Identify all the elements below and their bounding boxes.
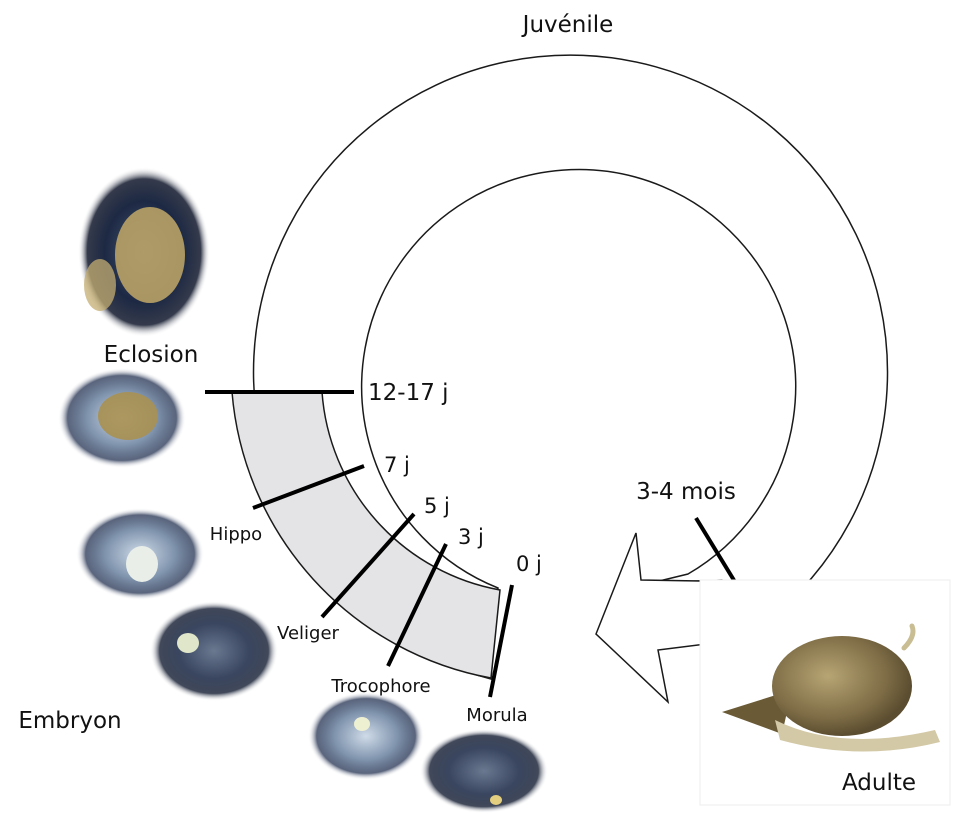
label-stage-morula: Morula — [466, 705, 527, 726]
photo-eclosion — [58, 368, 186, 468]
photo-trocophore-stage — [308, 692, 424, 780]
photo-veliger-stage — [150, 601, 278, 701]
label-stage-trocophore: Trocophore — [330, 676, 430, 697]
label-time-3-4-mois: 3-4 mois — [636, 479, 736, 505]
photo-morula-stage — [420, 729, 548, 813]
label-time-0j: 0 j — [516, 552, 542, 576]
label-embryon: Embryon — [18, 708, 121, 734]
label-stage-veliger: Veliger — [277, 623, 339, 644]
label-stage-hippo: Hippo — [210, 524, 262, 545]
label-juvenile: Juvénile — [521, 12, 614, 38]
photo-hippo-stage — [76, 508, 204, 600]
photo-juvenile — [78, 167, 210, 337]
label-time-3j: 3 j — [458, 525, 484, 549]
label-time-12-17j: 12-17 j — [368, 380, 449, 406]
label-time-7j: 7 j — [384, 453, 410, 477]
label-adulte: Adulte — [842, 770, 916, 796]
label-time-5j: 5 j — [424, 494, 450, 518]
label-eclosion: Eclosion — [104, 342, 199, 368]
